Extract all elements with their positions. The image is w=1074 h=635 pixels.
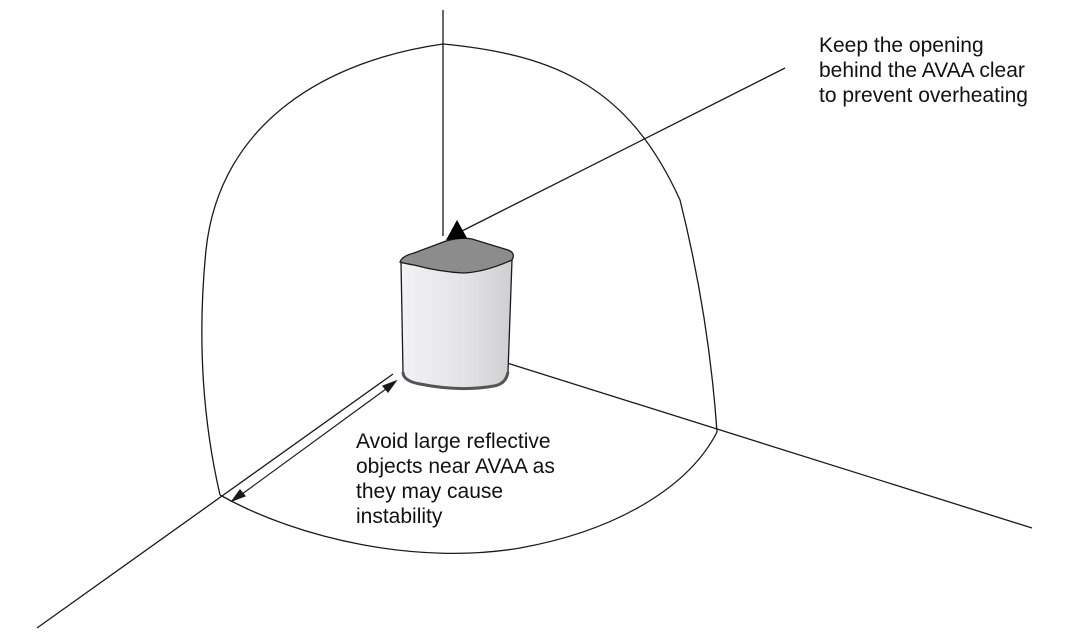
- callout-line: to prevent overheating: [819, 84, 1028, 107]
- opening-clearance-callout: Keep the opening behind the AVAA clear t…: [819, 33, 1028, 108]
- room-axes: [36, 10, 1033, 629]
- avaa-device-top: [399, 237, 514, 274]
- distance-arrowhead-end: [382, 379, 398, 393]
- callout-line: they may cause: [356, 480, 504, 503]
- callout-line: objects near AVAA as: [356, 455, 555, 478]
- floor-wall-edge-left: [36, 373, 394, 629]
- clearance-floor-arc: [219, 431, 718, 555]
- clearance-dome-right: [442, 43, 718, 433]
- reflective-objects-callout: Avoid large reflective objects near AVAA…: [356, 429, 555, 529]
- distance-arrow-line: [237, 385, 391, 498]
- distance-indicator: [230, 379, 398, 503]
- avaa-device-body: [400, 259, 513, 390]
- avaa-device: [399, 237, 514, 391]
- floor-wall-edge-right: [506, 362, 1033, 529]
- callout-line: Keep the opening: [819, 34, 984, 57]
- clearance-zone: [201, 43, 718, 555]
- opening-pointer-line: [461, 67, 786, 232]
- avaa-device-base-rim: [401, 371, 510, 391]
- callout-line: Avoid large reflective: [356, 430, 551, 453]
- callout-line: behind the AVAA clear: [819, 59, 1025, 82]
- distance-arrowhead-start: [230, 489, 246, 503]
- callout-line: instability: [356, 505, 443, 528]
- opening-pointer: [446, 67, 786, 240]
- opening-pointer-arrowhead: [446, 220, 467, 240]
- clearance-dome-left: [201, 43, 444, 496]
